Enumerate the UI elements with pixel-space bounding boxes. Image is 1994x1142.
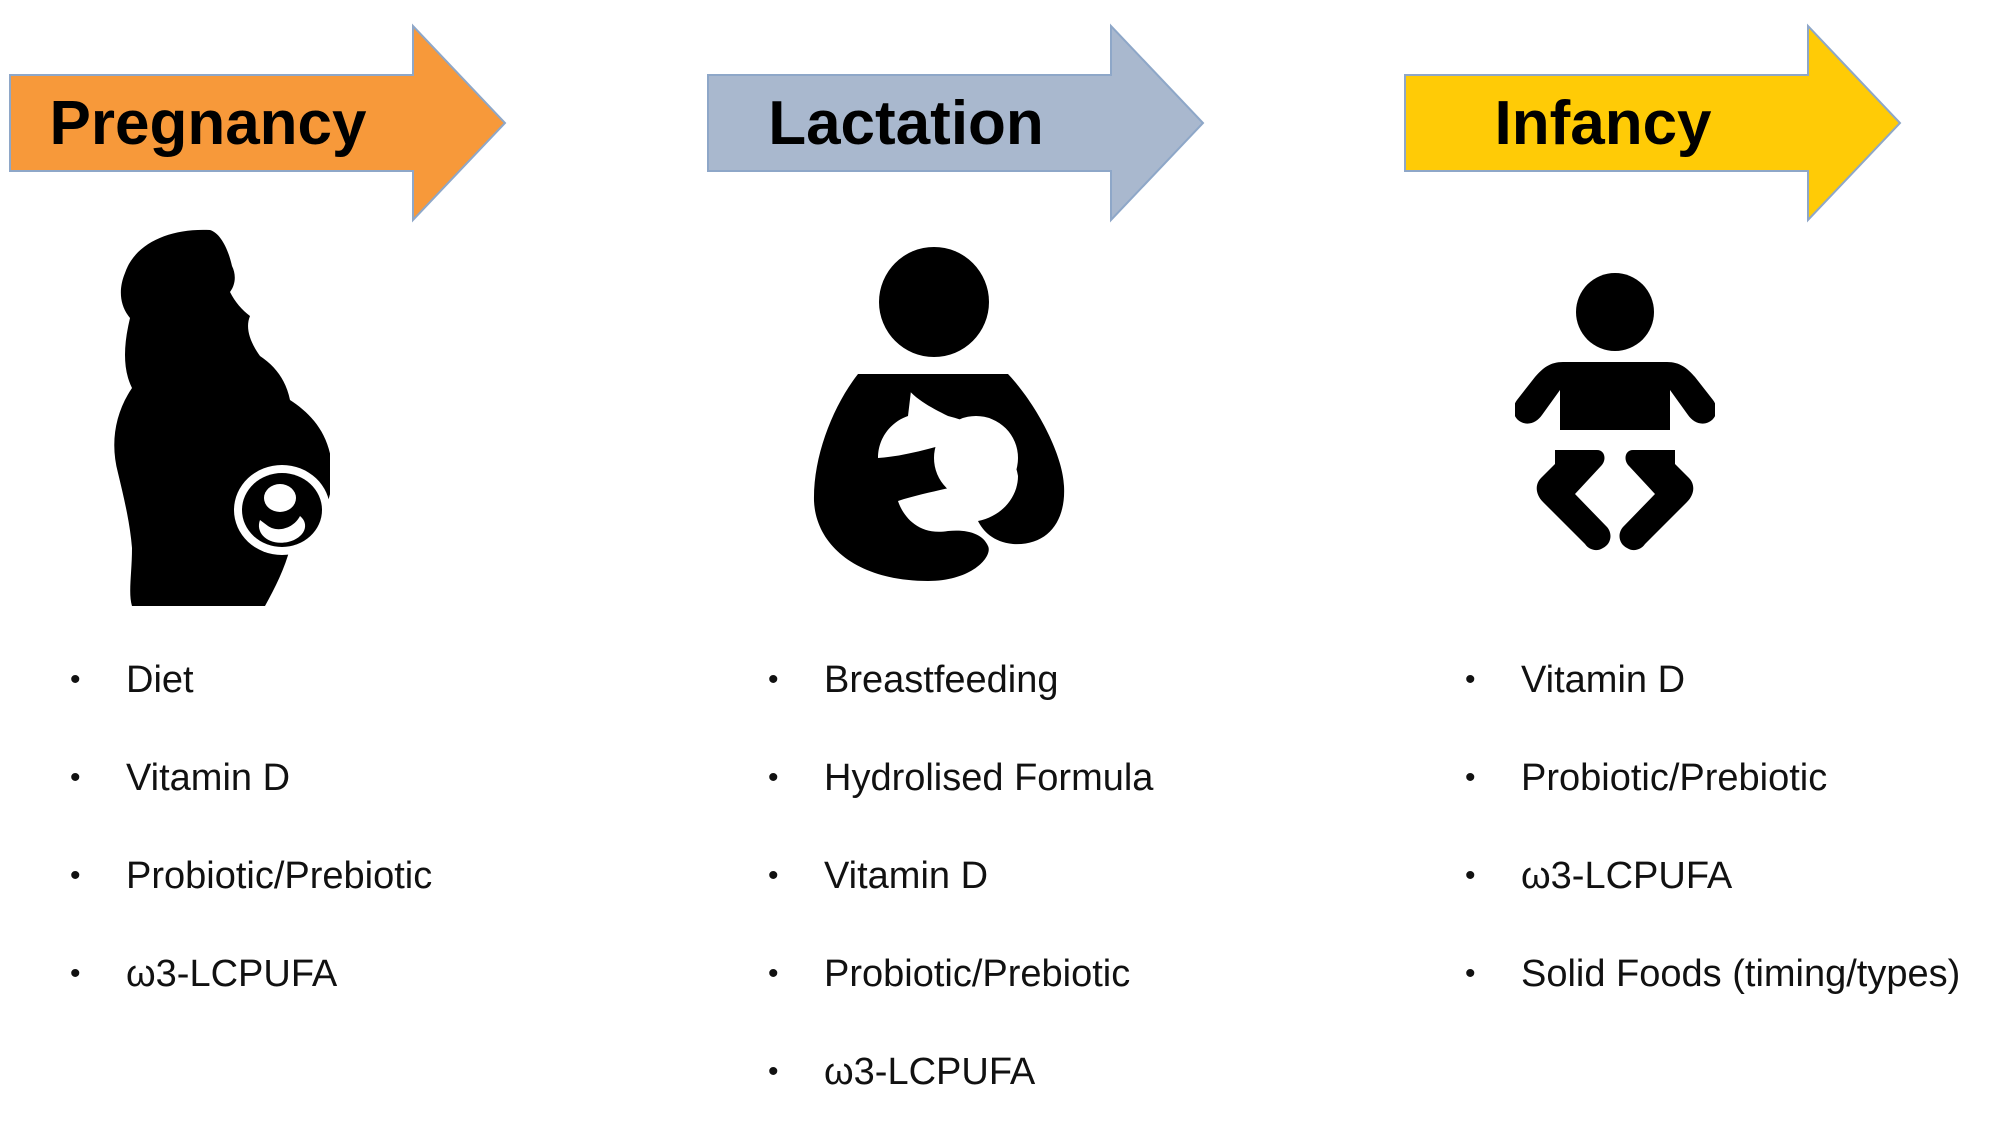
pregnancy-list: •Diet •Vitamin D •Probiotic/Prebiotic •ω… <box>70 652 432 1044</box>
infancy-arrow <box>1403 23 1903 223</box>
baby-icon <box>1515 272 1715 562</box>
list-item: •Breastfeeding <box>768 659 1059 701</box>
list-item: •Vitamin D <box>70 757 291 799</box>
list-item: •ω3-LCPUFA <box>768 1051 1036 1093</box>
list-item: •ω3-LCPUFA <box>1465 855 1733 897</box>
pregnancy-arrow <box>8 23 508 223</box>
list-item: •Probiotic/Prebiotic <box>768 953 1131 995</box>
lactation-list: •Breastfeeding •Hydrolised Formula •Vita… <box>768 652 1153 1142</box>
infancy-label: Infancy <box>1494 88 1712 158</box>
list-item: •Probiotic/Prebiotic <box>1465 757 1828 799</box>
list-item: •Hydrolised Formula <box>768 757 1154 799</box>
list-item: •Probiotic/Prebiotic <box>70 855 433 897</box>
list-item: •Diet <box>70 659 194 701</box>
list-item: •ω3-LCPUFA <box>70 953 338 995</box>
list-item: •Vitamin D <box>1465 659 1686 701</box>
list-item: •Solid Foods (timing/types) <box>1465 953 1961 995</box>
list-item: •Vitamin D <box>768 855 989 897</box>
pregnant-woman-icon <box>110 228 330 608</box>
lactation-arrow <box>706 23 1206 223</box>
infancy-list: •Vitamin D •Probiotic/Prebiotic •ω3-LCPU… <box>1465 652 1960 1044</box>
lactation-label: Lactation <box>768 88 1044 158</box>
pregnancy-label: Pregnancy <box>49 88 367 158</box>
breastfeeding-icon <box>808 246 1068 586</box>
